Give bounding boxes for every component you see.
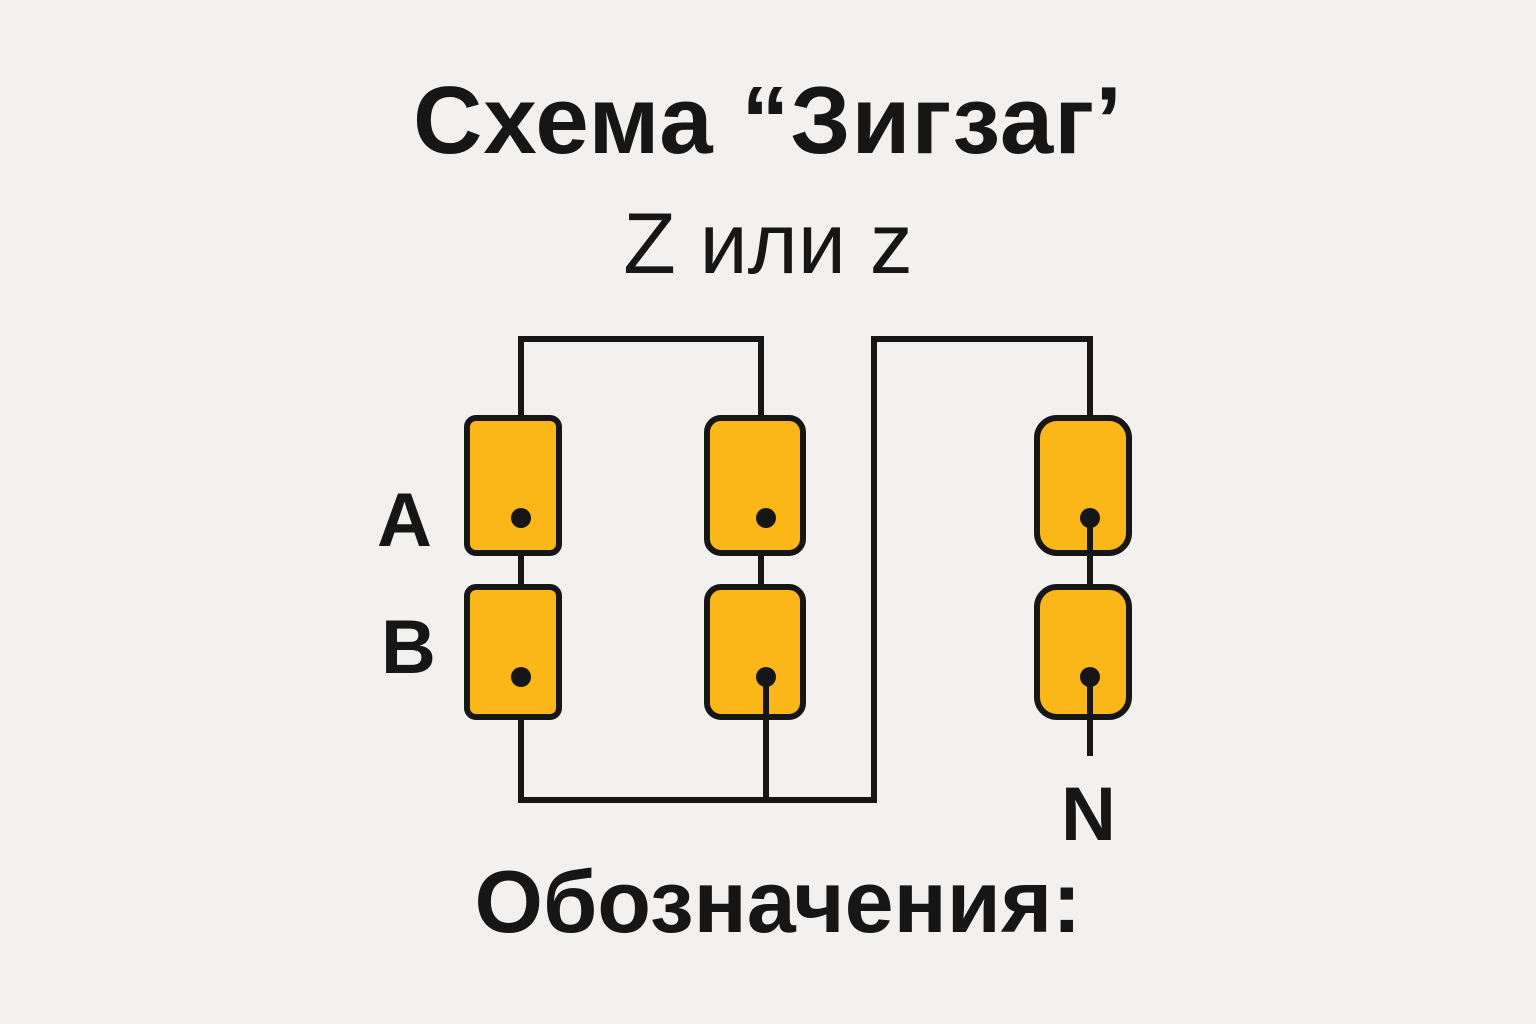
coil-right-lower — [1034, 584, 1132, 720]
coil-left-upper — [464, 415, 562, 556]
neutral-label: N — [1061, 772, 1116, 857]
middle-column — [704, 415, 806, 720]
right-column — [1034, 415, 1132, 720]
coil-left-lower — [464, 584, 562, 720]
coil-middle-lower — [704, 584, 806, 720]
phase-label-b: B — [381, 605, 436, 690]
phase-label-a: A — [377, 478, 432, 563]
legend-title: Обозначения: — [474, 852, 1082, 951]
page-title: Схема “Зигзаг’ — [413, 67, 1123, 174]
wiring — [518, 336, 1093, 803]
polarity-dot — [511, 508, 531, 528]
left-column — [464, 415, 562, 720]
coil-middle-upper — [704, 415, 806, 556]
polarity-dot — [756, 508, 776, 528]
scheme-designation: Z или z — [623, 196, 913, 292]
top-bridge-left-middle — [518, 336, 764, 418]
coil-right-upper — [1034, 415, 1132, 556]
bottom-bridge — [518, 336, 1093, 803]
polarity-dot — [511, 667, 531, 687]
